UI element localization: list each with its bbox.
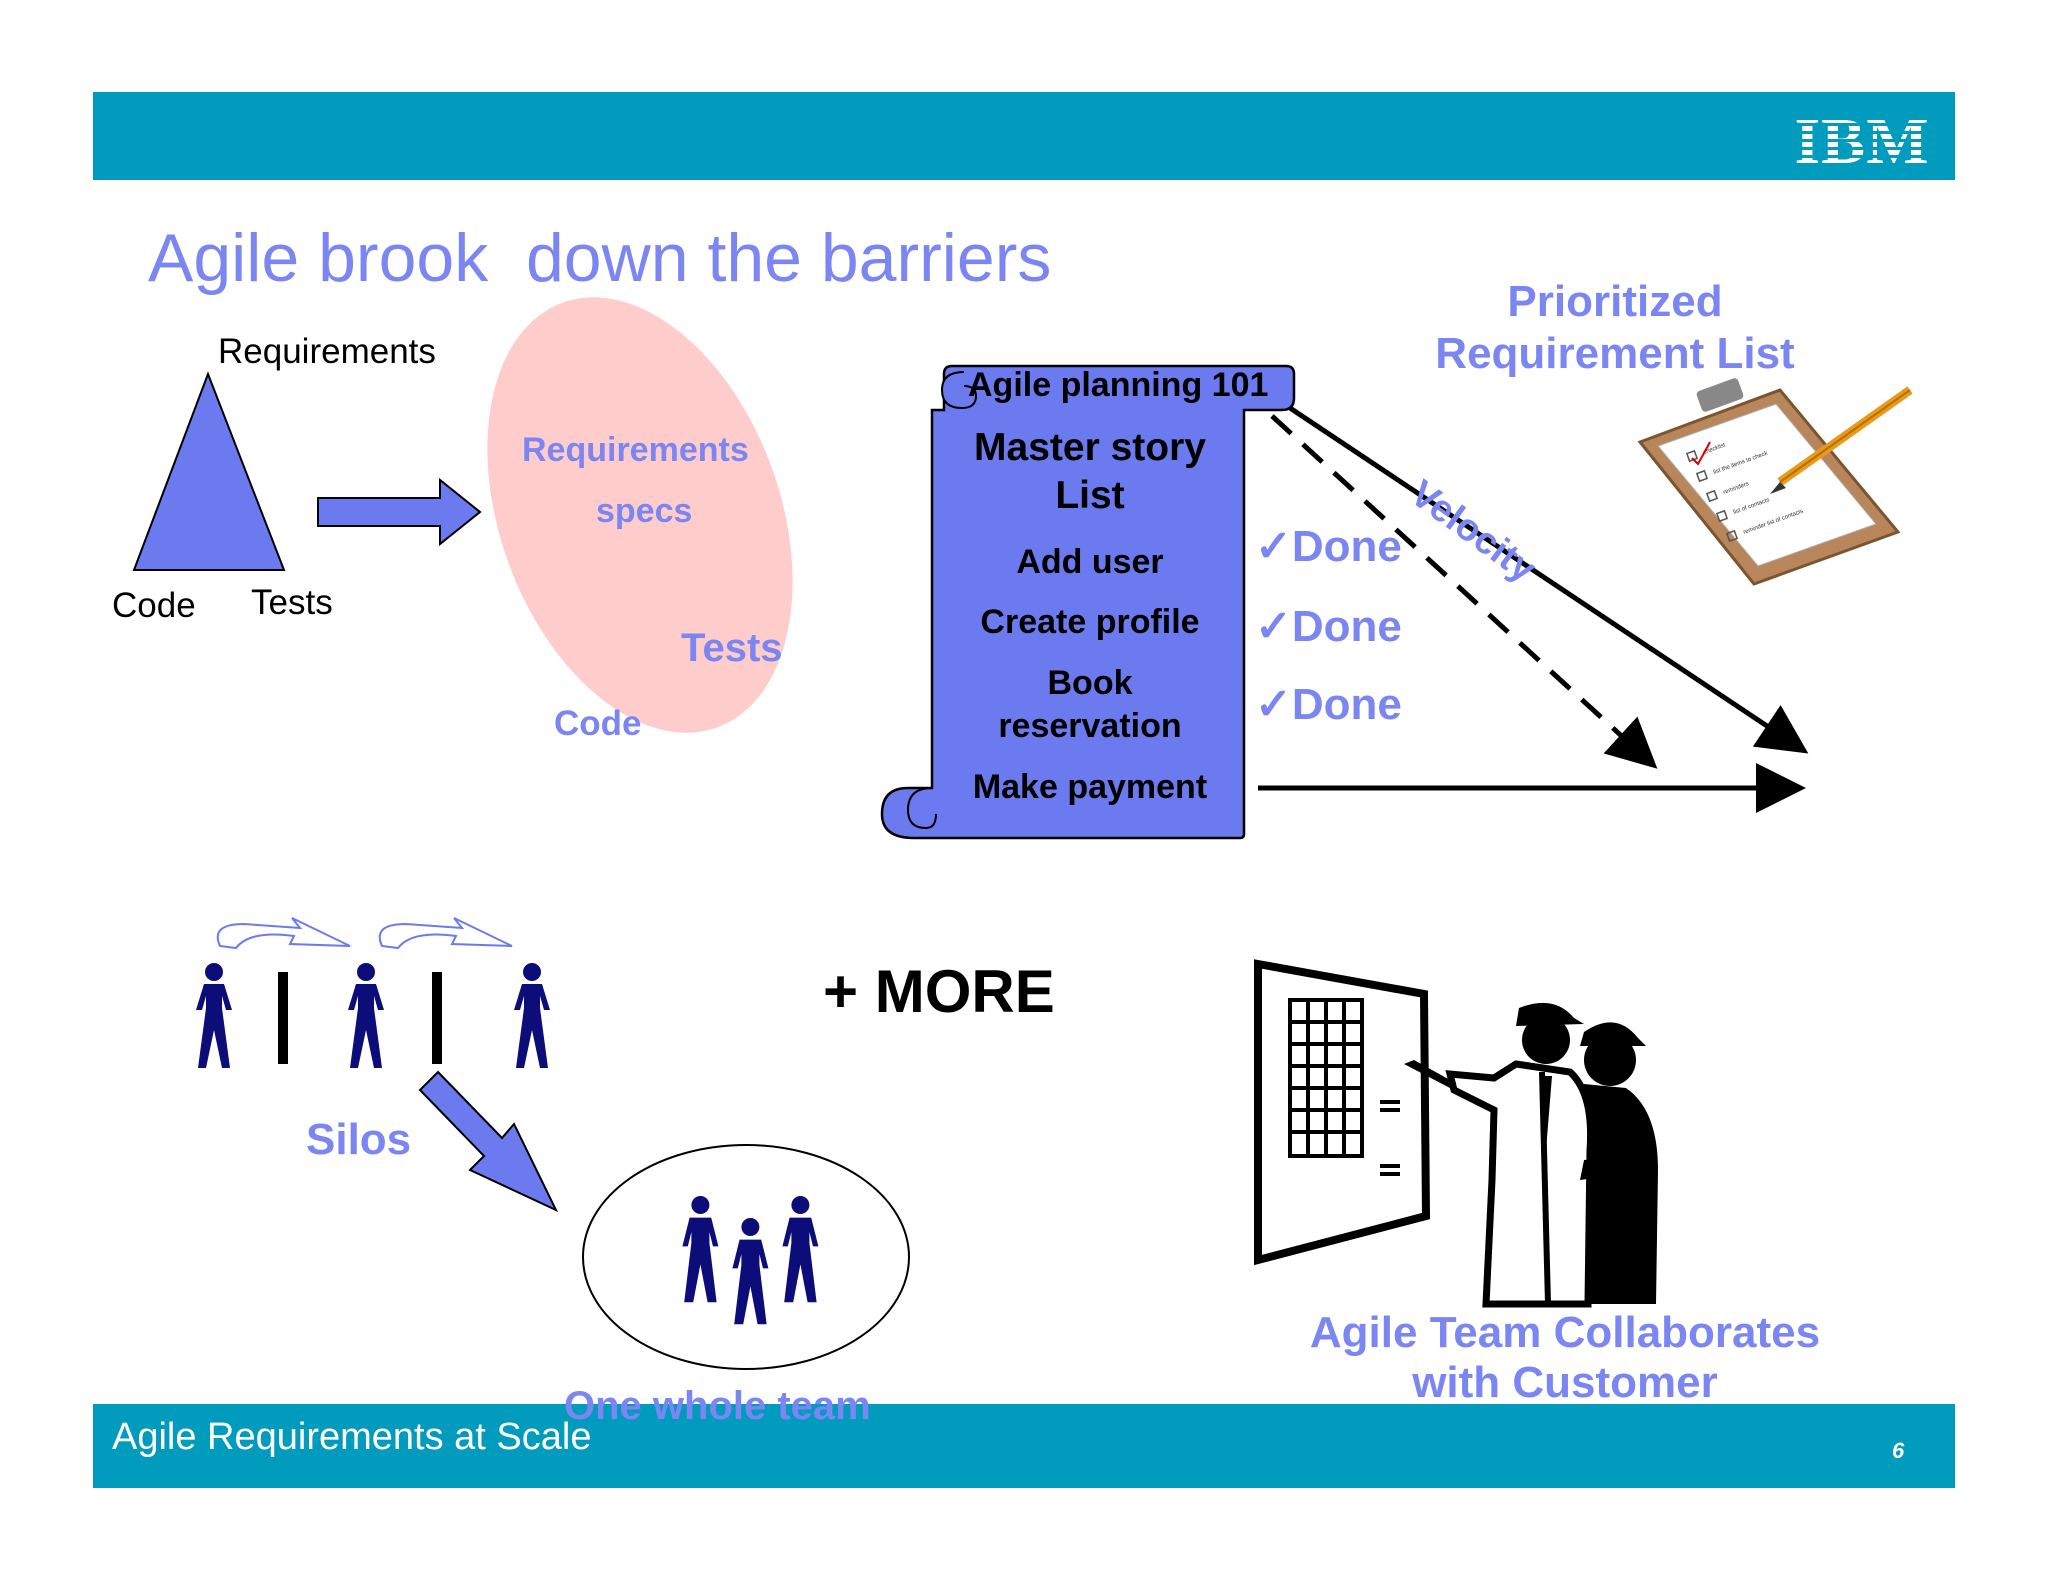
triangle-diagram [132,371,286,571]
team-ellipse [582,1144,910,1370]
done-label-3: ✓Done [1255,680,1402,729]
prioritized-line1: Prioritized [1507,277,1723,326]
ellipse-label-requirements: Requirements [522,431,749,469]
prioritized-line2: Requirement List [1435,329,1795,378]
triangle-label-requirements: Requirements [218,332,436,371]
ibm-logo: IBM [1792,105,1932,178]
ellipse-label-code: Code [554,704,642,743]
footer-title: Agile Requirements at Scale [112,1416,592,1458]
collab-line1: Agile Team Collaborates [1309,1308,1821,1357]
scroll-master-list: Master story List [940,424,1240,520]
story-item-book: Book [1047,664,1133,702]
silos-diagram [196,917,550,1068]
merged-ellipse [487,297,793,733]
done-label-2: ✓Done [1255,602,1402,651]
more-label: + MORE [823,958,1055,1025]
triangle-label-tests: Tests [251,583,333,622]
story-item-create-profile: Create profile [980,603,1200,641]
done-label-1: ✓Done [1255,522,1402,571]
clipboard-icon: checklist list the items to check remind… [1630,372,1920,592]
triangle-label-code: Code [112,586,196,625]
header-band [93,92,1955,180]
svg-text:IBM: IBM [1795,105,1930,178]
right-block-arrow [317,477,482,547]
team-customer-clipart [1254,959,1734,1310]
scroll-heading: Agile planning 101 [968,366,1269,404]
prioritized-heading: Prioritized Requirement List [1380,276,1850,380]
one-whole-team-label: One whole team [564,1384,871,1428]
story-scroll [880,364,1296,840]
page-title: Agile brook down the barriers [148,220,1052,296]
ellipse-label-tests: Tests [681,626,783,670]
scroll-master-line1: Master story [974,426,1206,469]
story-item-add-user: Add user [1016,543,1164,581]
story-item-make-payment: Make payment [972,768,1208,806]
story-item-reservation: reservation [998,707,1182,745]
collab-caption: Agile Team Collaborates with Customer [1220,1308,1910,1408]
collab-line2: with Customer [1412,1358,1718,1407]
scroll-master-line2: List [1055,474,1125,517]
ellipse-label-specs: specs [596,492,693,530]
footer-band [93,1404,1955,1488]
silos-label: Silos [306,1115,412,1164]
diagonal-block-arrow [418,1070,559,1213]
page-number: 6 [1892,1438,1905,1463]
